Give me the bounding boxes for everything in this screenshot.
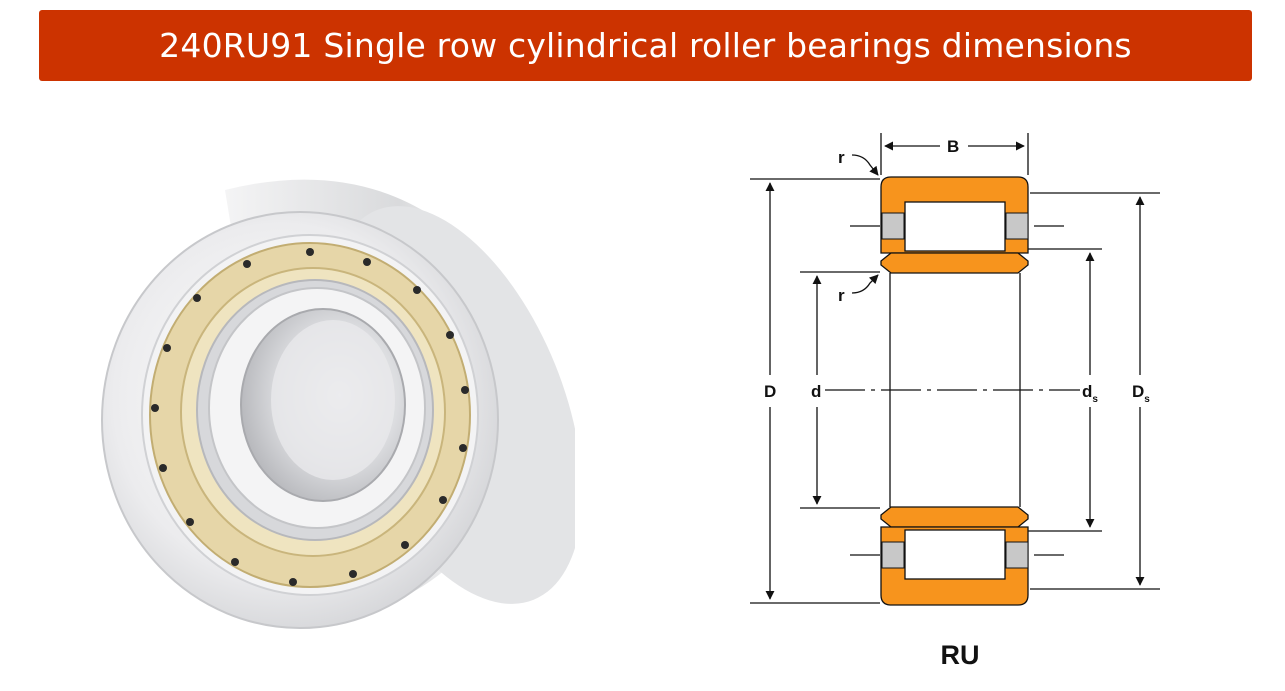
label-r-outer: r bbox=[838, 148, 845, 167]
label-b: B bbox=[947, 137, 959, 156]
page-title: 240RU91 Single row cylindrical roller be… bbox=[159, 26, 1132, 65]
bearing-photo-icon bbox=[101, 179, 575, 629]
cross-section-diagram: B r r D d ds Ds bbox=[750, 133, 1160, 606]
label-bore-diameter: d bbox=[811, 382, 821, 401]
label-Ds: Ds bbox=[1132, 382, 1150, 405]
diagram-caption: RU bbox=[940, 640, 980, 670]
label-outer-diameter: D bbox=[764, 382, 776, 401]
label-r-inner: r bbox=[838, 286, 845, 305]
label-ds: ds bbox=[1082, 382, 1098, 405]
header-banner: 240RU91 Single row cylindrical roller be… bbox=[39, 10, 1252, 81]
